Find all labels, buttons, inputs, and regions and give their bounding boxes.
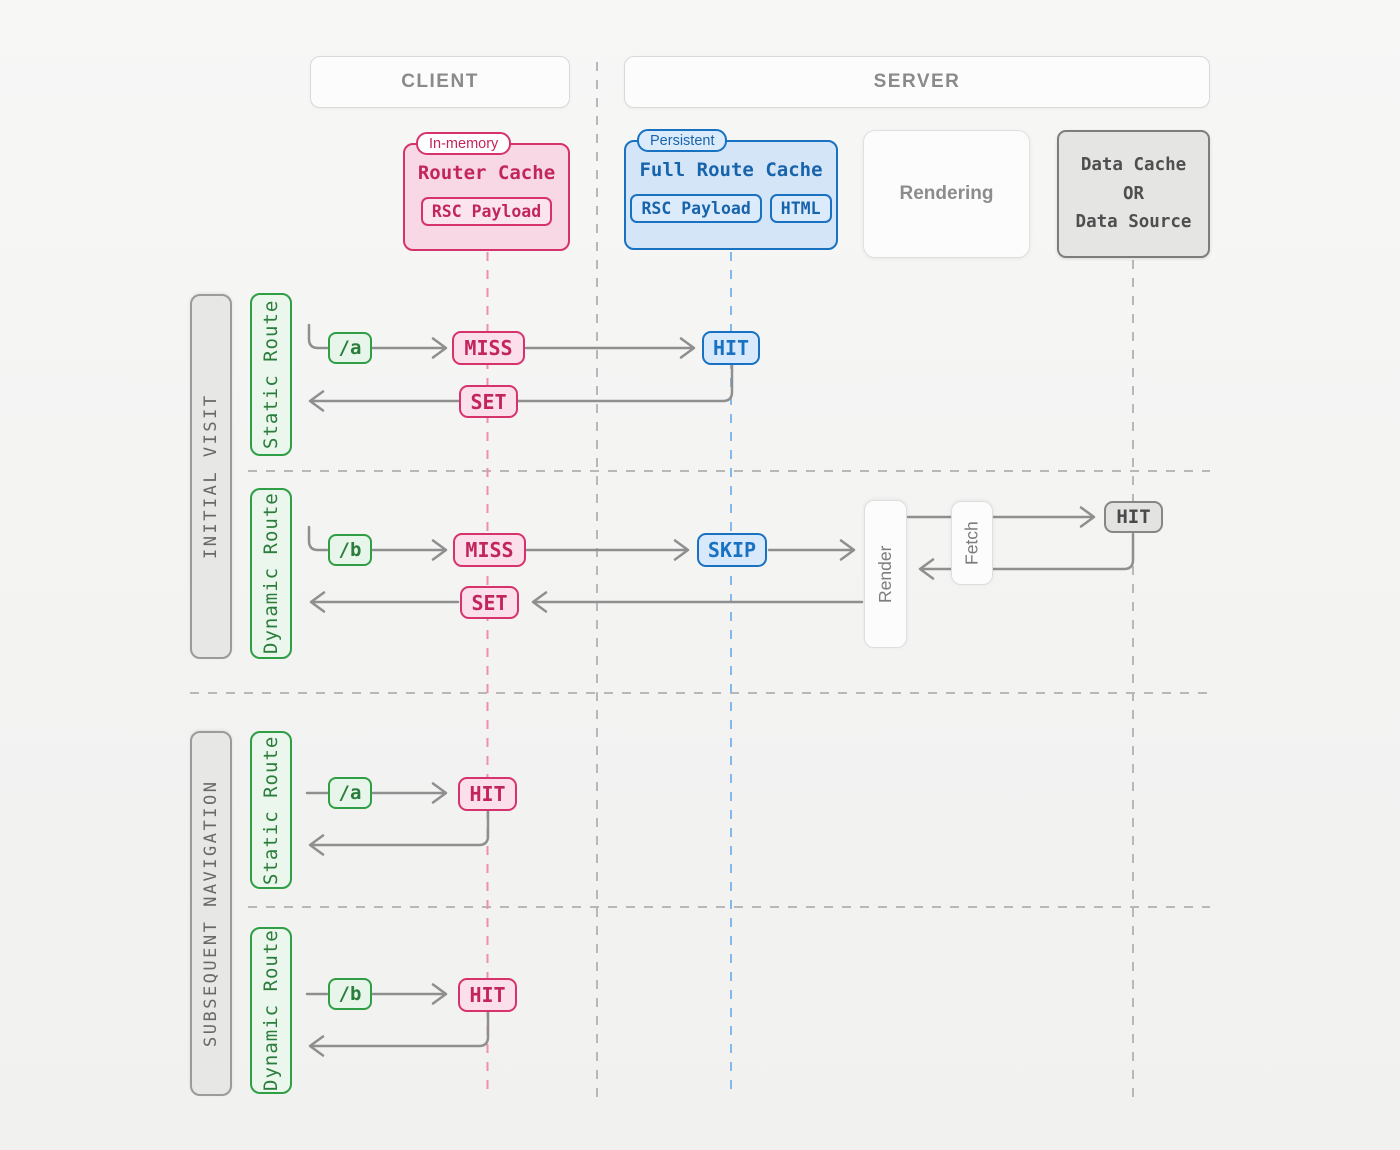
section-label-subsequent-navigation: SUBSEQUENT NAVIGATION [190, 731, 232, 1096]
return-hit-to-route-a2 [308, 809, 490, 856]
full-route-cache-badge: Persistent [637, 129, 728, 152]
arrow-a2-to-hit [371, 782, 448, 804]
fetch-step-box: Fetch [951, 501, 993, 585]
arrow-render-to-datacache-hit [906, 506, 1096, 528]
router-cache-title: Router Cache [417, 162, 556, 184]
rendering-box: Rendering [863, 130, 1030, 258]
return-hit-to-set [308, 363, 734, 412]
router-cache-badge: In-memory [416, 132, 512, 155]
rendering-label: Rendering [899, 183, 994, 204]
route-chip-a-initial: /a [328, 332, 372, 364]
server-lane-label: SERVER [873, 71, 961, 92]
data-cache-line2: OR [1122, 183, 1145, 204]
arrow-set-to-route [309, 591, 460, 613]
arrow-miss-to-skip [525, 539, 690, 561]
arrow-b-to-miss [371, 539, 448, 561]
arrow-miss-to-hit [524, 337, 696, 359]
full-route-cache-hit-chip: HIT [702, 331, 760, 365]
route-chip-a-subsequent: /a [328, 777, 372, 809]
full-route-cache-skip-chip: SKIP [697, 533, 767, 567]
rsc-payload-chip: RSC Payload [420, 197, 553, 226]
elbow-into-route-a [307, 323, 329, 350]
section-label-initial-visit: INITIAL VISIT [190, 294, 232, 659]
router-cache-box: In-memory Router Cache RSC Payload [403, 132, 570, 251]
data-cache-hit-chip: HIT [1104, 501, 1163, 533]
full-route-cache-box: Persistent Full Route Cache RSC Payload … [624, 129, 838, 250]
full-route-cache-title: Full Route Cache [639, 159, 823, 181]
router-cache-miss-chip: MISS [453, 533, 526, 567]
client-lane-label: CLIENT [401, 71, 479, 92]
data-cache-box: Data Cache OR Data Source [1057, 130, 1210, 258]
server-lane-header: SERVER [624, 56, 1210, 108]
router-cache-set-chip: SET [459, 385, 518, 418]
arrow-b2-to-hit [371, 983, 448, 1005]
row-label-subsequent-dynamic-route: Dynamic Route [250, 927, 292, 1094]
row-label-initial-dynamic-route: Dynamic Route [250, 488, 292, 659]
route-chip-b-initial: /b [328, 534, 372, 566]
data-cache-line1: Data Cache [1080, 154, 1187, 175]
arrow-render-to-set [531, 591, 864, 613]
return-hit-to-route-b2 [308, 1010, 490, 1057]
row-label-subsequent-static-route: Static Route [250, 731, 292, 889]
router-cache-hit-chip: HIT [458, 777, 517, 811]
row-label-initial-static-route: Static Route [250, 293, 292, 456]
client-lane-header: CLIENT [310, 56, 570, 108]
router-cache-hit-chip: HIT [458, 978, 517, 1012]
rsc-payload-chip: RSC Payload [630, 194, 762, 223]
router-cache-set-chip: SET [460, 586, 519, 619]
arrow-skip-to-render [767, 539, 856, 561]
route-chip-b-subsequent: /b [328, 978, 372, 1010]
data-cache-line3: Data Source [1075, 212, 1192, 233]
render-step-box: Render [864, 500, 907, 648]
return-datacache-hit-to-render [918, 532, 1135, 580]
router-cache-miss-chip: MISS [452, 331, 525, 365]
arrow-a-to-miss [371, 337, 448, 359]
elbow-into-route-b [307, 525, 329, 552]
html-chip: HTML [769, 194, 832, 223]
